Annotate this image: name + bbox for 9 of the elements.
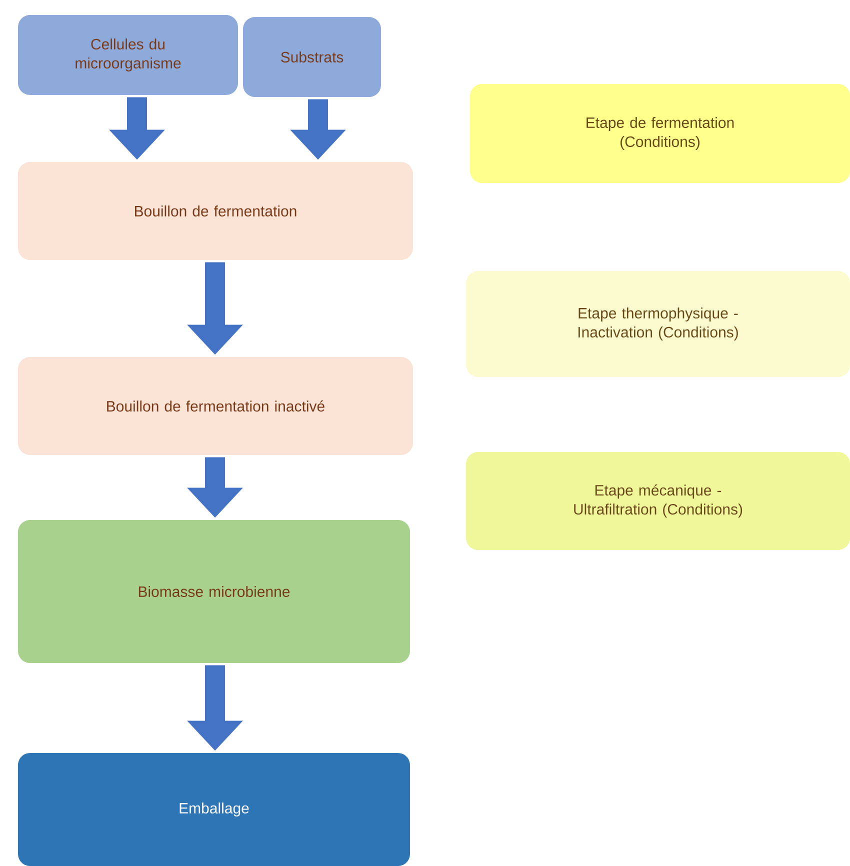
process-box: Substrats <box>243 16 381 97</box>
step-box: Etape de fermentation (Conditions) <box>470 84 850 183</box>
process-box: Emballage <box>18 753 410 866</box>
process-box: Cellules du microorganisme <box>18 14 238 95</box>
step-box: Etape thermophysique - Inactivation (Conditions) <box>466 271 850 377</box>
process-box: Bouillon de fermentation <box>18 162 413 260</box>
step-box: Etape mécanique - Ultrafiltration (Conditions) <box>466 452 850 550</box>
process-box: Bouillon de fermentation inactivé <box>18 357 413 455</box>
process-box: Biomasse microbienne <box>18 520 410 663</box>
